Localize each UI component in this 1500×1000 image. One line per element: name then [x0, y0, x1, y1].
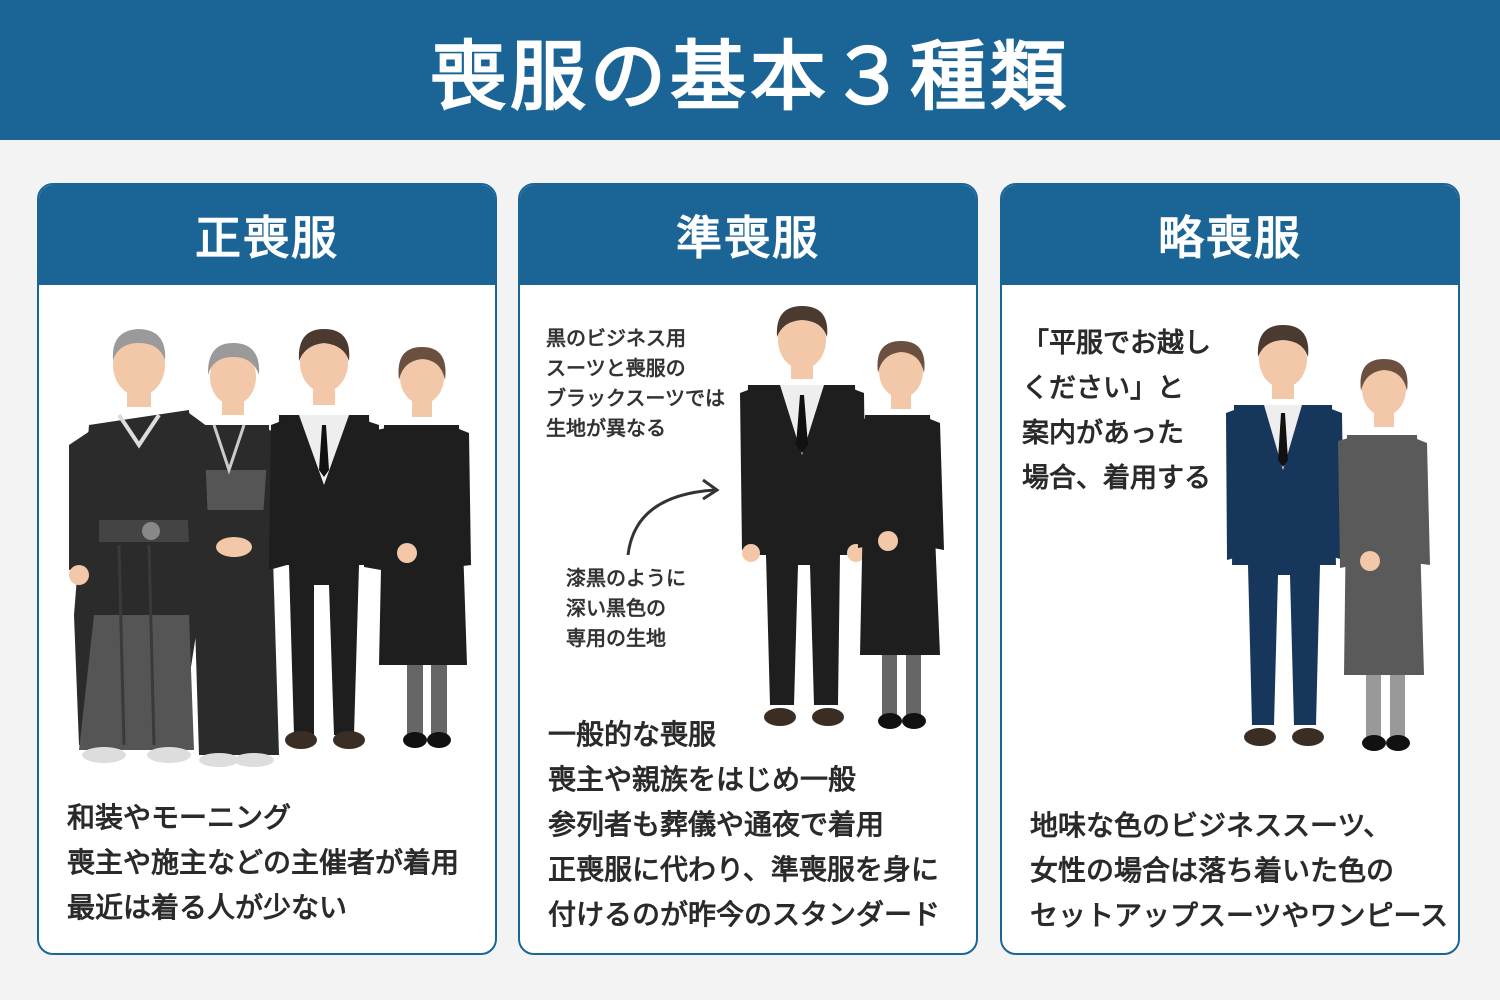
note-line: 漆黒のように — [566, 566, 686, 590]
informal-usage-note: 「平服でお越し ください」と 案内があった 場合、着用する — [1022, 321, 1211, 501]
description-line: 付けるのが昨今のスタンダード — [548, 898, 941, 931]
description-line: 一般的な喪服 — [548, 718, 717, 751]
description-line: 参列者も葬儀や通夜で着用 — [548, 808, 885, 841]
note-line: 案内があった — [1022, 418, 1184, 449]
arrow-head-icon — [702, 478, 720, 501]
note-line: 「平服でお越し — [1022, 328, 1211, 359]
description-line: 正喪服に代わり、準喪服を身に — [548, 853, 939, 886]
description-line: 女性の場合は落ち着いた色の — [1030, 854, 1395, 887]
note-line: 黒のビジネス用 — [546, 326, 686, 350]
description-line: 地味な色のビジネススーツ、 — [1030, 809, 1392, 842]
informal-description: 地味な色のビジネススーツ、 女性の場合は落ち着いた色の セットアップスーツやワン… — [1030, 803, 1449, 938]
title-banner: 喪服の基本３種類 — [0, 0, 1500, 140]
note-line: 場合、着用する — [1022, 463, 1211, 494]
man-morning-coat-figure — [269, 329, 381, 749]
fabric-detail-note: 漆黒のように 深い黒色の 専用の生地 — [566, 563, 686, 653]
woman-black-dress-figure — [377, 347, 471, 748]
description-line: 和装やモーニング — [67, 801, 292, 834]
note-line: ブラックスーツでは — [546, 386, 725, 410]
semi-formal-attire-illustration — [626, 306, 944, 729]
description-line: セットアップスーツやワンピース — [1030, 899, 1449, 932]
formal-description: 和装やモーニング 喪主や施主などの主催者が着用 最近は着る人が少ない — [67, 795, 481, 930]
woman-gray-dress-figure — [1338, 359, 1430, 751]
card-body: 黒のビジネス用 スーツと喪服の ブラックスーツでは 生地が異なる — [520, 285, 976, 953]
note-line: 生地が異なる — [546, 416, 666, 440]
description-line: 喪主や親族をはじめ一般 — [548, 763, 857, 796]
elder-woman-kimono-figure — [184, 343, 284, 767]
fabric-note: 黒のビジネス用 スーツと喪服の ブラックスーツでは 生地が異なる — [546, 323, 725, 443]
card-body: 和装やモーニング 喪主や施主などの主催者が着用 最近は着る人が少ない — [39, 285, 495, 953]
card-formal: 正喪服 — [37, 183, 497, 955]
card-header: 正喪服 — [39, 185, 495, 285]
description-line: 喪主や施主などの主催者が着用 — [67, 846, 460, 879]
semi-formal-description: 一般的な喪服 喪主や親族をはじめ一般 参列者も葬儀や通夜で着用 正喪服に代わり、… — [548, 712, 962, 937]
note-line: 専用の生地 — [566, 626, 666, 650]
man-black-suit-figure — [740, 306, 866, 726]
arrow-icon — [626, 488, 716, 556]
card-title: 準喪服 — [676, 211, 820, 265]
man-navy-suit-figure — [1226, 325, 1344, 746]
card-header: 準喪服 — [520, 185, 976, 285]
description-line: 最近は着る人が少ない — [67, 891, 348, 924]
card-body: 「平服でお越し ください」と 案内があった 場合、着用する — [1002, 285, 1458, 953]
card-header: 略喪服 — [1002, 185, 1458, 285]
note-line: 深い黒色の — [566, 596, 666, 620]
card-title: 略喪服 — [1158, 211, 1302, 265]
page-title: 喪服の基本３種類 — [430, 32, 1070, 121]
informal-attire-illustration — [1226, 325, 1430, 751]
formal-attire-illustration — [69, 329, 471, 767]
card-semi-formal: 準喪服 黒のビジネス用 スーツと喪服の ブラックスーツでは 生地が異なる — [518, 183, 978, 955]
woman-black-dress-figure — [858, 341, 944, 729]
card-informal: 略喪服 「平服でお越し ください」と 案内があった 場合、着用する — [1000, 183, 1460, 955]
note-line: ください」と — [1022, 373, 1184, 404]
card-title: 正喪服 — [195, 211, 339, 265]
note-line: スーツと喪服の — [546, 356, 686, 380]
